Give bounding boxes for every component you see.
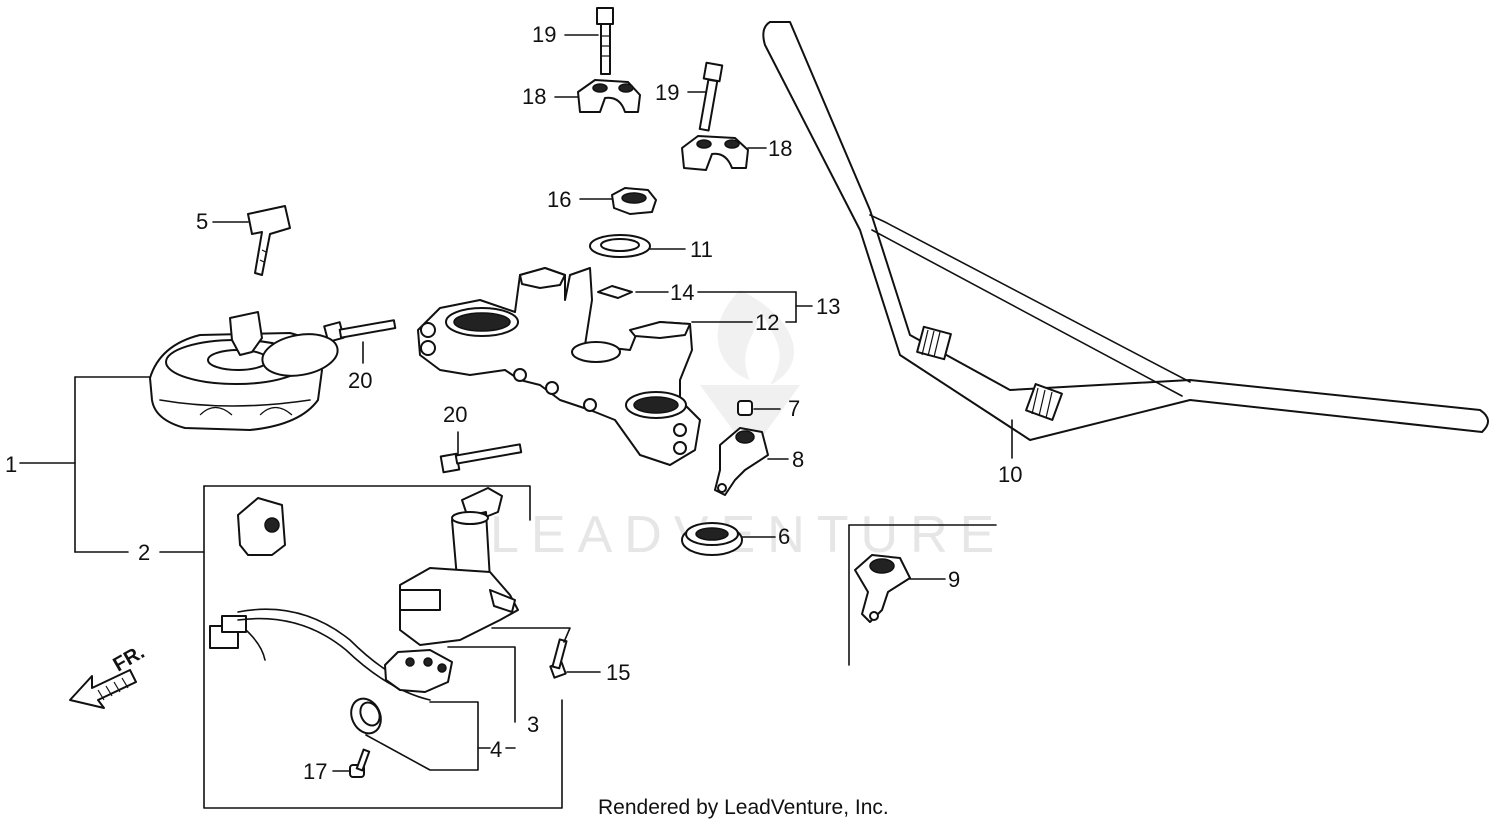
handlebar[interactable] (762, 21, 1489, 441)
watermark-text: LEADVENTURE (490, 506, 1006, 564)
callout-20-lower: 20 (443, 402, 467, 427)
screw-17[interactable] (349, 748, 371, 778)
cable-guide-9-bracket (848, 524, 997, 666)
callout-7: 7 (788, 396, 800, 421)
callout-20-upper: 20 (348, 368, 372, 393)
key-5[interactable] (247, 205, 291, 276)
top-bridge-12[interactable] (417, 267, 701, 466)
cable-guide-8[interactable] (714, 427, 769, 496)
bolt-19-upper[interactable] (596, 7, 614, 75)
bolt-19-lower[interactable] (698, 61, 724, 132)
callout-2: 2 (138, 540, 150, 565)
callout-4: 4 (490, 737, 502, 762)
callout-18-upper: 18 (522, 84, 546, 109)
front-direction-label: FR. (110, 641, 149, 676)
washer-11[interactable] (589, 234, 651, 258)
callout-18-lower: 18 (768, 136, 792, 161)
bolt-20-lower[interactable] (439, 443, 523, 474)
callout-10: 10 (998, 462, 1022, 487)
cable-guide-9[interactable] (854, 554, 911, 623)
callout-16: 16 (547, 187, 571, 212)
handlebar-holder-18-upper[interactable] (577, 79, 641, 113)
handlebar-holder-18-lower[interactable] (681, 135, 749, 171)
grommet-6[interactable] (681, 522, 743, 556)
credit-text: Rendered by LeadVenture, Inc. (598, 796, 889, 819)
bolt-20-upper[interactable] (323, 319, 397, 343)
callout-8: 8 (792, 447, 804, 472)
ignition-switch-3[interactable] (399, 487, 519, 646)
callout-17: 17 (303, 759, 327, 784)
plate-14[interactable] (597, 285, 633, 299)
lock-cover[interactable] (237, 497, 286, 556)
front-direction-arrow (69, 669, 137, 709)
callout-19-upper: 19 (532, 22, 556, 47)
callout-12: 12 (755, 310, 779, 335)
nut-7[interactable] (737, 400, 753, 416)
callout-19-lower: 19 (655, 80, 679, 105)
callout-5: 5 (196, 209, 208, 234)
screw-15[interactable] (549, 638, 568, 679)
steering-stem-nut-16[interactable] (611, 187, 657, 215)
ignition-kit-box (203, 485, 563, 809)
callout-14: 14 (670, 280, 694, 305)
callout-13: 13 (816, 294, 840, 319)
callout-3: 3 (527, 712, 539, 737)
callout-6: 6 (778, 524, 790, 549)
callout-11: 11 (690, 237, 713, 262)
watermark-logo (700, 290, 800, 440)
callout-1: 1 (5, 452, 17, 477)
clamp[interactable] (346, 694, 387, 738)
callout-9: 9 (948, 567, 960, 592)
callout-15: 15 (606, 660, 630, 685)
wire-harness-4[interactable] (209, 608, 453, 701)
fuel-cap-1[interactable] (149, 311, 341, 431)
